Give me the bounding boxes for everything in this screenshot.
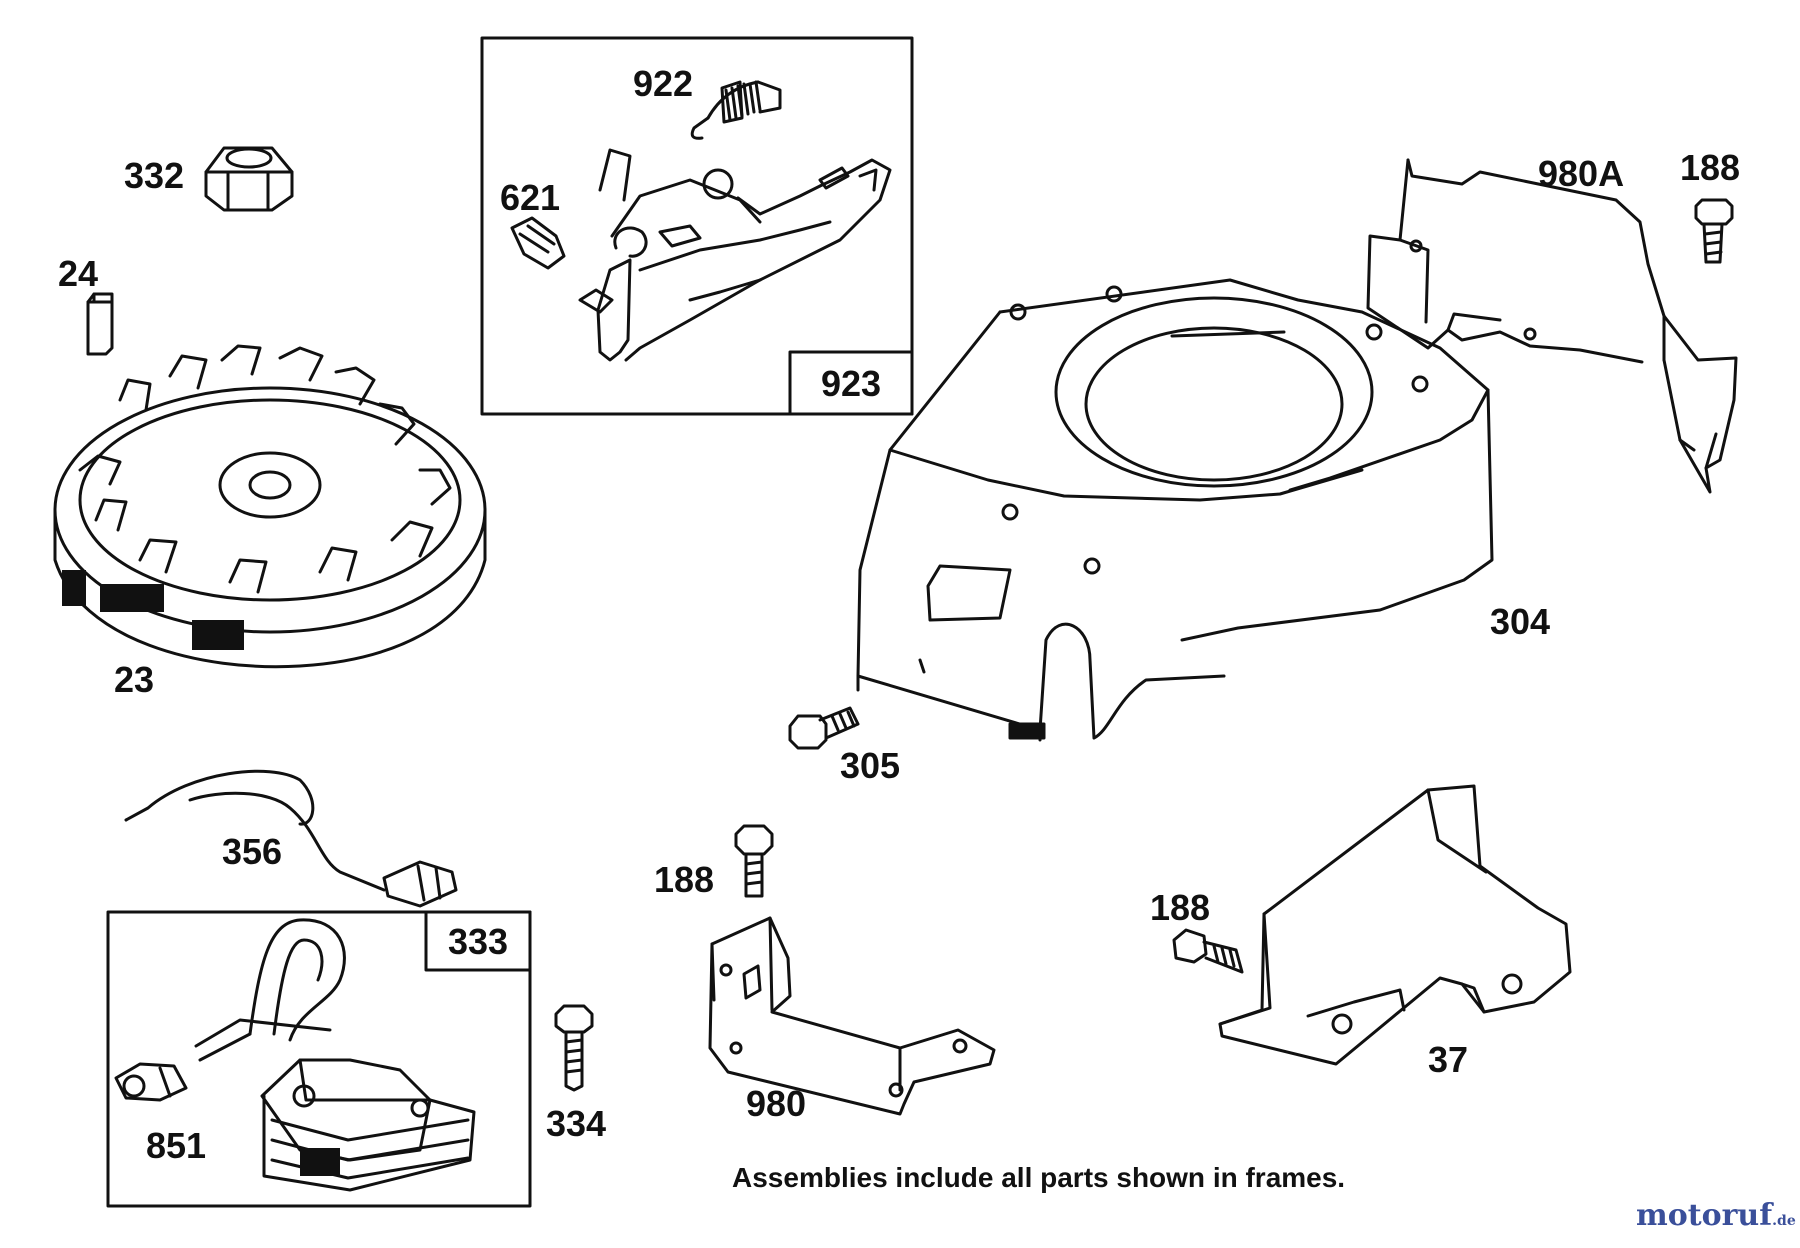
label-333: 333 bbox=[447, 921, 509, 962]
label-188-mid: 188 bbox=[654, 859, 715, 900]
armature-coil bbox=[194, 918, 476, 1192]
terminal-851 bbox=[114, 1062, 188, 1102]
label-922: 922 bbox=[633, 63, 694, 104]
spring-922 bbox=[690, 80, 782, 140]
label-851: 851 bbox=[146, 1125, 207, 1166]
frame-333 bbox=[106, 910, 532, 1208]
key-24 bbox=[86, 292, 114, 356]
baffle-980A bbox=[1366, 158, 1738, 494]
label-334: 334 bbox=[546, 1103, 607, 1144]
governor-linkage-bracket bbox=[578, 148, 892, 362]
label-356: 356 bbox=[222, 831, 283, 872]
label-923: 923 bbox=[820, 363, 882, 404]
bolt-188-right bbox=[1172, 928, 1244, 974]
label-980A: 980A bbox=[1538, 153, 1625, 194]
label-23: 23 bbox=[114, 659, 155, 700]
guard-37 bbox=[1218, 784, 1572, 1066]
bolt-188-mid bbox=[734, 824, 774, 898]
ground-wire-356 bbox=[124, 769, 458, 908]
nut-332 bbox=[204, 146, 294, 212]
label-24: 24 bbox=[58, 253, 99, 294]
label-980: 980 bbox=[746, 1083, 807, 1124]
watermark: motoruf.de bbox=[1636, 1198, 1796, 1233]
watermark-main: motoruf bbox=[1636, 1198, 1773, 1233]
label-188-right: 188 bbox=[1150, 887, 1211, 928]
label-188-top: 188 bbox=[1680, 147, 1741, 188]
bolt-305 bbox=[788, 706, 860, 750]
screw-334 bbox=[554, 1004, 594, 1092]
watermark-suffix: .de bbox=[1772, 1213, 1796, 1229]
label-332: 332 bbox=[124, 155, 185, 196]
blower-housing-304 bbox=[856, 278, 1494, 742]
label-304: 304 bbox=[1490, 601, 1551, 642]
clip-621 bbox=[510, 216, 566, 270]
bracket-980 bbox=[708, 916, 996, 1116]
frame-923 bbox=[480, 36, 914, 416]
label-621: 621 bbox=[500, 177, 561, 218]
flywheel-23 bbox=[53, 344, 487, 669]
label-37: 37 bbox=[1428, 1039, 1469, 1080]
assemblies-note: Assemblies include all parts shown in fr… bbox=[732, 1162, 1346, 1193]
bolt-188-top bbox=[1694, 198, 1734, 264]
label-305: 305 bbox=[840, 745, 901, 786]
